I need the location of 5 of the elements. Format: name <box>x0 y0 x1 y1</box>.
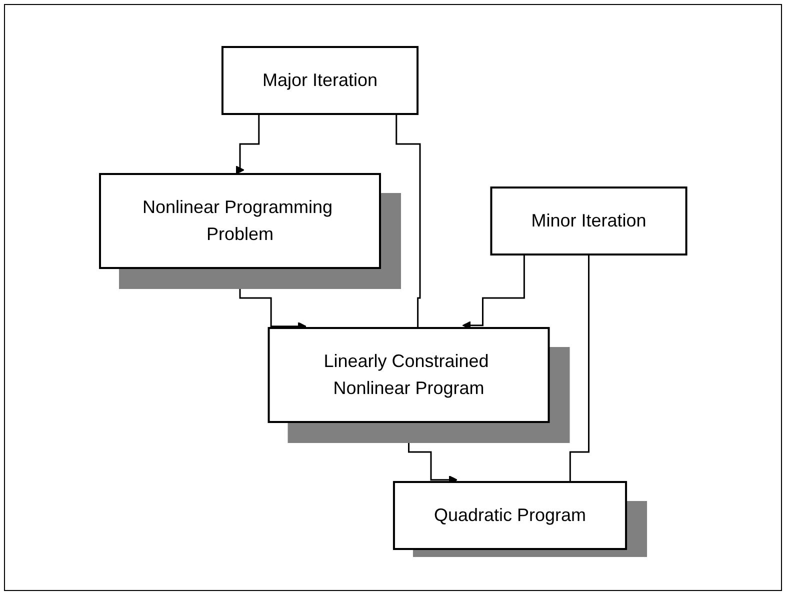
node-box: Quadratic Program <box>392 480 627 550</box>
node-box: Minor Iteration <box>490 186 688 255</box>
node-box: Nonlinear Programming Problem <box>98 172 381 268</box>
node-box: Major Iteration <box>221 46 418 114</box>
node-box: Linearly Constrained Nonlinear Program <box>268 326 550 422</box>
